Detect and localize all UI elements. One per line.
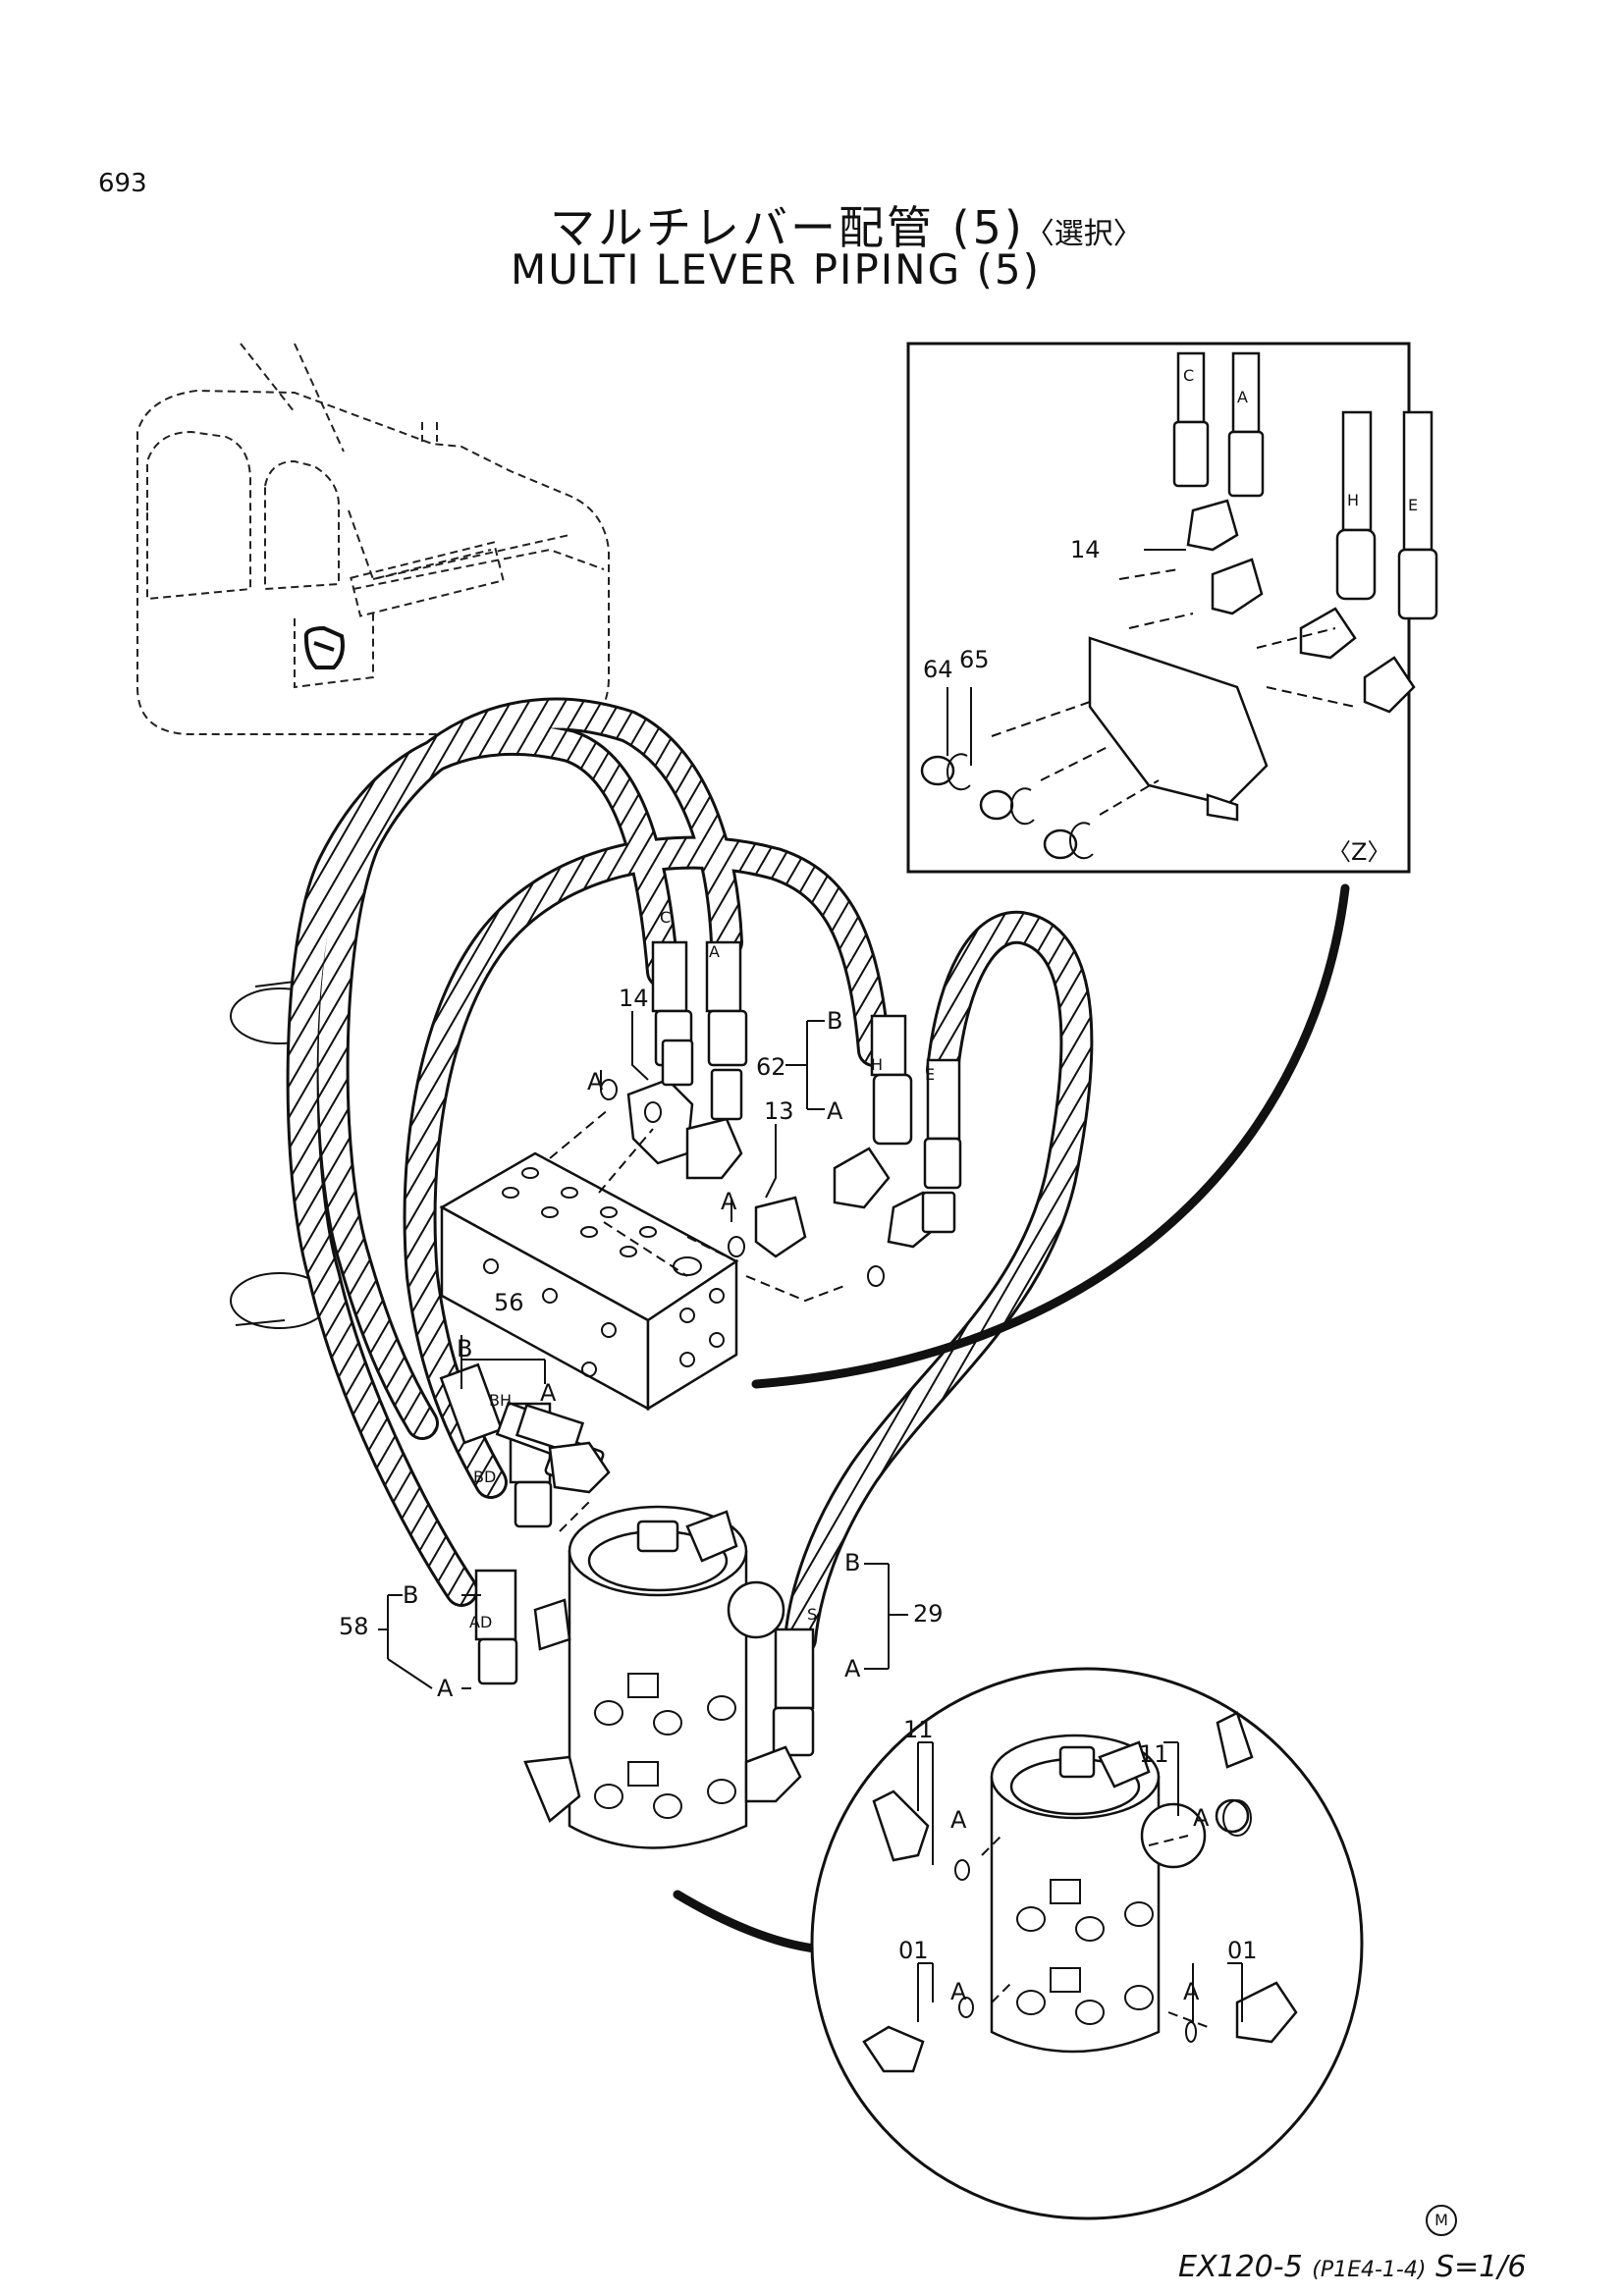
letter-b-62: B <box>827 1007 842 1035</box>
letter-b-29: B <box>844 1549 860 1576</box>
letter-a-62: A <box>827 1097 843 1125</box>
hose-letter-e: E <box>925 1065 935 1084</box>
reference-code: (P1E4-1-4) <box>1312 2258 1427 2282</box>
main-dashed-leaders <box>549 1108 845 1532</box>
detail-valve-letter-a4: A <box>1183 1978 1200 2005</box>
hose-letter-a: A <box>709 942 720 961</box>
detail-z-hose-h: H <box>1347 491 1359 509</box>
detail-valve-letter-a2: A <box>1193 1804 1210 1832</box>
detail-connector-arcs <box>673 883 1350 1953</box>
detail-valve-callout-11-right: 11 <box>1139 1740 1169 1768</box>
protective-hose-bundle <box>286 697 1094 1656</box>
callout-14: 14 <box>619 985 649 1012</box>
pilot-valve-main <box>523 1505 802 1849</box>
callout-56: 56 <box>494 1289 524 1316</box>
main-callouts: 14 13 56 62 58 29 A A B A B A B A B A <box>339 985 944 1702</box>
detail-valve-letter-a1: A <box>950 1806 967 1834</box>
letter-a-29: A <box>844 1655 861 1682</box>
title-english: MULTI LEVER PIPING (5) <box>511 245 1041 294</box>
hose-letter-h: H <box>871 1055 883 1074</box>
title-japanese-text: マルチレバー配管 (5) <box>550 201 1025 254</box>
main-hose-letters: C A H E BH BD AD S <box>469 908 935 1631</box>
detail-z-panel: 14 64 65 〈Z〉 C A H E <box>906 342 1438 874</box>
callout-29: 29 <box>913 1600 944 1628</box>
cab-logo-icon <box>303 625 345 669</box>
model-number: EX120-5 <box>1178 2250 1303 2284</box>
hose-letter-bh: BH <box>489 1391 512 1410</box>
letter-b-56: B <box>457 1335 472 1362</box>
bh-hose-fitting <box>514 1403 611 1494</box>
detail-z-hose-a: A <box>1237 388 1248 406</box>
hose-letter-ad: AD <box>469 1613 492 1631</box>
page-number: 693 <box>98 169 147 198</box>
letter-b-58: B <box>403 1581 418 1609</box>
detail-z-label: 〈Z〉 <box>1327 838 1390 866</box>
elbow-fittings <box>626 1039 956 1258</box>
excavator-cab-illustration <box>136 343 610 735</box>
manufacturer-mark: M <box>1426 2205 1457 2236</box>
scale-value: S=1/6 <box>1434 2250 1527 2284</box>
detail-valve-callout-11-left: 11 <box>903 1716 934 1743</box>
detail-valve-callout-01-left: 01 <box>898 1937 929 1964</box>
detail-z-callout-64: 64 <box>923 656 953 683</box>
hose-letter-s: S <box>807 1605 817 1624</box>
detail-valve-letter-a3: A <box>950 1978 967 2005</box>
detail-z-hose-c: C <box>1183 366 1194 385</box>
detail-z-callout-65: 65 <box>959 646 990 673</box>
footer-reference: EX120-5 (P1E4-1-4) S=1/6 <box>1178 2250 1526 2284</box>
letter-a-58: A <box>437 1675 454 1702</box>
callout-58: 58 <box>339 1613 369 1640</box>
detail-z-callout-14: 14 <box>1070 536 1101 563</box>
hose-letter-c: C <box>660 908 671 927</box>
detail-z-hose-e: E <box>1408 496 1418 514</box>
detail-valve-panel: 11 11 01 01 A A A A <box>810 1667 1364 2220</box>
hose-letter-bd: BD <box>473 1468 496 1486</box>
letter-a-56: A <box>540 1379 557 1407</box>
callout-62: 62 <box>756 1053 786 1081</box>
title-option: 〈選択〉 <box>1024 217 1143 251</box>
title-japanese: マルチレバー配管 (5)〈選択〉 <box>550 192 1143 257</box>
o-rings <box>600 1079 885 1287</box>
control-valve-block <box>439 1151 739 1412</box>
main-leader-lines <box>378 1011 908 1689</box>
detail-valve-callout-01-right: 01 <box>1227 1937 1258 1964</box>
letter-a-14: A <box>587 1068 604 1095</box>
callout-13: 13 <box>764 1097 794 1125</box>
letter-a-13: A <box>721 1188 737 1215</box>
